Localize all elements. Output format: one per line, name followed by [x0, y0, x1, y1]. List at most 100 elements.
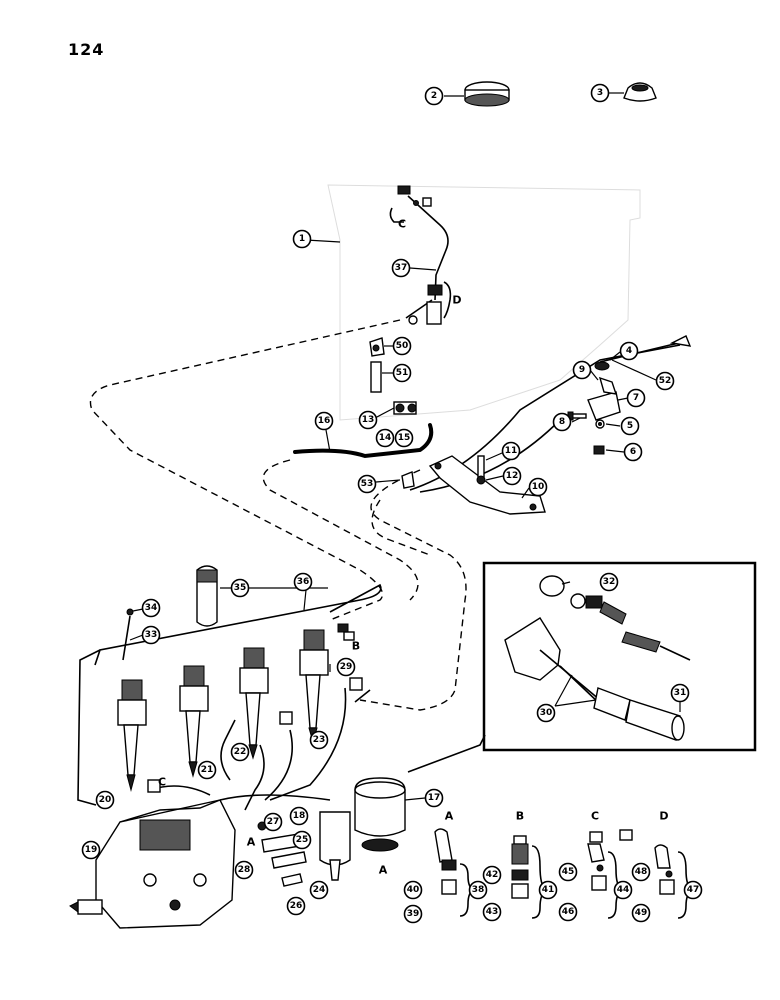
fuel-filter — [319, 777, 406, 881]
tank-fitting-d — [408, 284, 443, 325]
injector — [179, 665, 209, 778]
fitting-group-a — [434, 828, 457, 895]
callout-17: 17 — [424, 788, 444, 808]
letter-b-group: B — [516, 810, 524, 823]
shim-plate — [257, 821, 307, 887]
callout-26: 26 — [286, 896, 306, 916]
svg-text:19: 19 — [85, 845, 98, 855]
drain-cock — [369, 337, 385, 357]
filler-cap — [464, 81, 510, 107]
callout-41: 41 — [538, 880, 558, 900]
callouts: 1 2 3 4 5 6 7 8 9 10 11 12 13 14 15 16 1… — [81, 83, 703, 924]
svg-text:20: 20 — [99, 795, 112, 805]
callout-10: 10 — [528, 477, 548, 497]
letter-c-group: C — [591, 810, 599, 823]
svg-text:14: 14 — [379, 433, 392, 443]
svg-text:51: 51 — [396, 368, 409, 378]
svg-text:44: 44 — [617, 885, 630, 895]
svg-text:18: 18 — [293, 811, 306, 821]
callout-36: 36 — [293, 572, 313, 592]
injector — [117, 679, 147, 792]
svg-text:11: 11 — [505, 446, 518, 456]
injector-pipe-nut — [147, 677, 363, 793]
svg-text:43: 43 — [486, 907, 499, 917]
callout-23: 23 — [309, 730, 329, 750]
callout-47: 47 — [683, 880, 703, 900]
svg-text:38: 38 — [472, 885, 485, 895]
callout-29: 29 — [336, 657, 356, 677]
svg-text:45: 45 — [562, 867, 575, 877]
svg-text:53: 53 — [361, 479, 374, 489]
tank-cap — [623, 82, 657, 102]
callout-42: 42 — [482, 865, 502, 885]
svg-text:34: 34 — [145, 603, 158, 613]
svg-text:48: 48 — [635, 867, 648, 877]
svg-text:46: 46 — [562, 907, 575, 917]
callout-49: 49 — [631, 903, 651, 923]
svg-text:25: 25 — [296, 835, 309, 845]
fuel-lines — [77, 195, 681, 811]
svg-text:17: 17 — [428, 793, 441, 803]
svg-text:42: 42 — [486, 870, 499, 880]
leak-off-pipe — [122, 608, 134, 661]
letter-c-low: C — [158, 776, 166, 789]
svg-text:10: 10 — [532, 482, 545, 492]
callout-28: 28 — [234, 860, 254, 880]
callout-21: 21 — [197, 760, 217, 780]
svg-text:40: 40 — [407, 885, 420, 895]
callout-16: 16 — [314, 411, 334, 431]
callout-20: 20 — [95, 790, 115, 810]
fitting-group-c — [587, 831, 607, 891]
bracket — [587, 376, 621, 421]
svg-text:9: 9 — [579, 365, 585, 375]
svg-text:7: 7 — [633, 393, 639, 403]
callout-45: 45 — [558, 862, 578, 882]
letter-labels: C D B C A A A B C D — [158, 218, 669, 877]
svg-text:28: 28 — [238, 865, 251, 875]
injection-pump — [69, 799, 236, 929]
svg-text:36: 36 — [297, 577, 310, 587]
svg-text:31: 31 — [674, 688, 687, 698]
injector — [239, 647, 269, 760]
svg-text:3: 3 — [597, 88, 603, 98]
svg-text:49: 49 — [635, 908, 648, 918]
callout-5: 5 — [620, 416, 640, 436]
svg-text:8: 8 — [559, 417, 565, 427]
svg-text:35: 35 — [234, 583, 247, 593]
callout-34: 34 — [141, 598, 161, 618]
svg-text:37: 37 — [395, 263, 408, 273]
svg-text:15: 15 — [398, 433, 411, 443]
callout-52: 52 — [655, 371, 675, 391]
callout-51: 51 — [392, 363, 412, 383]
callout-12: 12 — [502, 466, 522, 486]
callout-22: 22 — [230, 742, 250, 762]
callout-33: 33 — [141, 625, 161, 645]
grommet — [594, 361, 610, 371]
callout-39: 39 — [403, 904, 423, 924]
letter-d-tank: D — [452, 294, 461, 307]
callout-31: 31 — [670, 683, 690, 703]
svg-text:5: 5 — [627, 421, 633, 431]
callout-2: 2 — [424, 86, 444, 106]
svg-text:23: 23 — [313, 735, 326, 745]
callout-27: 27 — [263, 812, 283, 832]
washer — [595, 419, 605, 429]
injector — [299, 629, 329, 744]
fitting-group-d — [619, 829, 675, 895]
callout-37: 37 — [391, 258, 411, 278]
svg-text:52: 52 — [659, 376, 672, 386]
callout-32: 32 — [599, 572, 619, 592]
svg-text:6: 6 — [630, 447, 636, 457]
svg-text:22: 22 — [234, 747, 247, 757]
clamp-bolt — [476, 455, 486, 485]
svg-text:41: 41 — [542, 885, 555, 895]
callout-38: 38 — [468, 880, 488, 900]
fitting-b — [337, 623, 355, 641]
callout-25: 25 — [292, 830, 312, 850]
callout-3: 3 — [590, 83, 610, 103]
tank-fitting-c — [397, 185, 432, 207]
svg-text:50: 50 — [396, 341, 409, 351]
svg-text:39: 39 — [407, 909, 420, 919]
shutoff-valve — [393, 401, 417, 415]
